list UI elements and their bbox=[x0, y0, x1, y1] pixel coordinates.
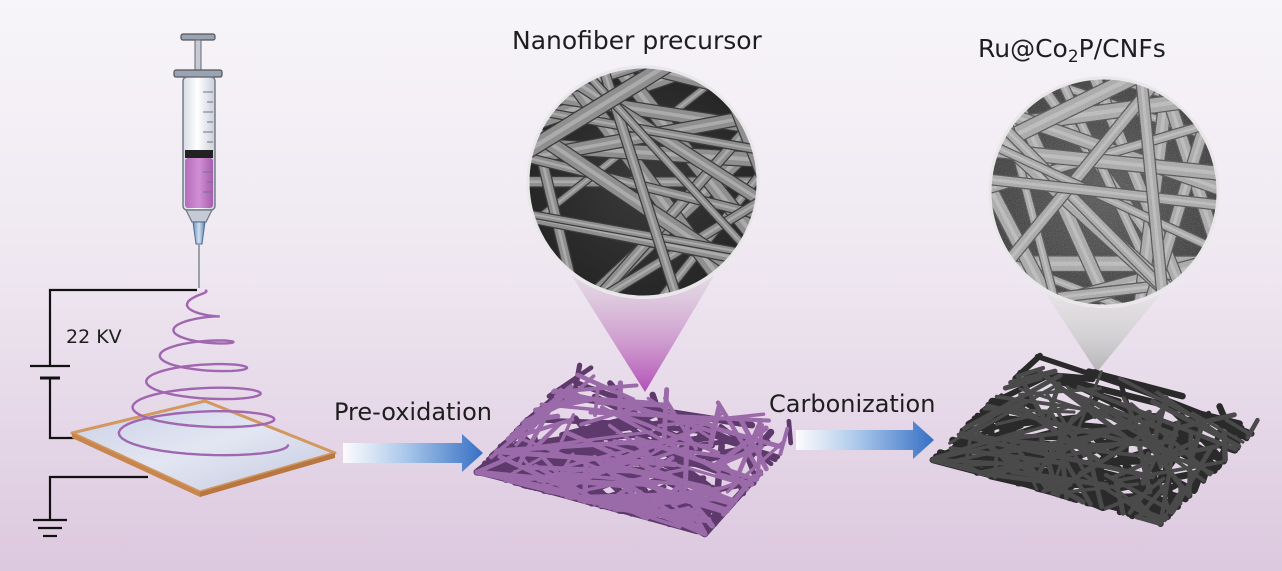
fiber-strand bbox=[1065, 385, 1097, 420]
final-product-title: Ru@Co2P/CNFs bbox=[978, 34, 1166, 65]
arrow-carbonization bbox=[796, 421, 934, 459]
fiber-strand bbox=[1015, 365, 1046, 379]
collector-substrate bbox=[70, 399, 337, 497]
sem-fiber-highlight bbox=[557, 67, 758, 281]
fiber-strand bbox=[933, 428, 1025, 460]
fiber-strand bbox=[930, 457, 987, 476]
syringe-icon bbox=[173, 33, 223, 288]
fiber-strand bbox=[564, 430, 625, 460]
fiber-strand bbox=[537, 451, 585, 503]
fiber-strand bbox=[522, 464, 634, 474]
final-title-subscript: 2 bbox=[1067, 46, 1079, 67]
fiber-strand bbox=[657, 412, 766, 428]
fiber-strand bbox=[1117, 376, 1191, 417]
fiber-strand bbox=[599, 405, 722, 473]
sem-fiber bbox=[586, 67, 694, 297]
fiber-strand bbox=[715, 472, 755, 487]
carbon-fiber-mat bbox=[929, 352, 1260, 527]
fiber-strand bbox=[1153, 395, 1169, 438]
fiber-strand bbox=[1064, 461, 1093, 507]
final-title-main: Ru@Co bbox=[978, 34, 1068, 63]
fiber-strand bbox=[474, 469, 579, 497]
fiber-strand bbox=[474, 469, 628, 489]
sem-fiber bbox=[528, 67, 739, 199]
sem-fiber bbox=[555, 67, 758, 282]
fiber-strand bbox=[995, 406, 1068, 426]
fiber-strand bbox=[644, 478, 707, 536]
fiber-strand bbox=[715, 444, 764, 468]
fiber-strand bbox=[707, 404, 722, 448]
precursor-title: Nanofiber precursor bbox=[512, 26, 762, 55]
fiber-strand bbox=[682, 423, 690, 491]
fiber-strand bbox=[534, 470, 607, 490]
fiber-strand bbox=[710, 425, 782, 449]
fiber-strand bbox=[1169, 444, 1215, 515]
sem-image-final bbox=[988, 76, 1220, 308]
fiber-strand bbox=[1113, 460, 1224, 483]
magnification-cone-precursor bbox=[572, 276, 714, 392]
sem-fiber-highlight bbox=[589, 67, 691, 297]
fiber-strand bbox=[1108, 429, 1214, 475]
final-title-rest: P/CNFs bbox=[1078, 34, 1166, 63]
fiber-strand bbox=[1069, 370, 1103, 447]
fiber-strand bbox=[532, 421, 562, 450]
fiber-strand bbox=[976, 444, 1116, 475]
sem-fiber-highlight bbox=[528, 67, 736, 195]
fiber-strand bbox=[1008, 439, 1174, 453]
fiber-strand bbox=[931, 440, 1007, 462]
fiber-strand bbox=[505, 384, 574, 442]
fiber-strand bbox=[474, 446, 533, 475]
fiber-strand bbox=[1078, 449, 1121, 475]
fiber-strand bbox=[553, 413, 576, 457]
fiber-strand bbox=[735, 418, 764, 479]
fiber-strand bbox=[1150, 399, 1242, 449]
fiber-strand bbox=[640, 439, 712, 448]
fiber-strand bbox=[620, 428, 698, 460]
fiber-strand bbox=[786, 418, 794, 446]
electrospinning-setup bbox=[30, 33, 337, 538]
fiber-strand bbox=[1158, 454, 1175, 526]
fiber-strand bbox=[1224, 418, 1253, 437]
sem-fiber bbox=[528, 67, 595, 297]
step-label-preoxidation: Pre-oxidation bbox=[334, 398, 492, 426]
fiber-strand bbox=[629, 509, 682, 529]
fiber-strand bbox=[988, 445, 1086, 505]
fiber-strand bbox=[622, 412, 724, 472]
fiber-jet-spiral bbox=[117, 289, 290, 457]
fiber-strand bbox=[1008, 368, 1058, 386]
fiber-strand bbox=[1189, 422, 1205, 460]
fiber-strand bbox=[517, 436, 629, 481]
fiber-strand bbox=[1079, 471, 1163, 526]
fiber-strand bbox=[1084, 443, 1105, 510]
fiber-strand bbox=[961, 372, 1063, 432]
fiber-strand bbox=[598, 503, 708, 524]
sem-fiber-highlight bbox=[528, 67, 592, 297]
magnification-cone-final bbox=[1040, 285, 1168, 372]
power-circuit bbox=[30, 288, 197, 538]
precursor-fiber-mat bbox=[473, 362, 794, 538]
fiber-strand bbox=[1076, 384, 1238, 452]
fiber-strand bbox=[1140, 451, 1152, 486]
voltage-label: 22 KV bbox=[66, 326, 122, 348]
step-label-carbonization: Carbonization bbox=[769, 390, 936, 418]
fiber-strand bbox=[1191, 411, 1245, 444]
fiber-strand bbox=[605, 442, 738, 484]
fiber-strand bbox=[577, 496, 725, 503]
fiber-strand bbox=[1009, 469, 1109, 488]
fiber-strand bbox=[715, 400, 764, 477]
fiber-strand bbox=[1037, 415, 1076, 475]
fiber-strand bbox=[537, 430, 654, 448]
fiber-strand bbox=[1103, 489, 1153, 511]
fiber-strand bbox=[710, 425, 769, 470]
fiber-strand bbox=[982, 407, 1076, 414]
fiber-strand bbox=[718, 459, 750, 492]
fiber-strand bbox=[579, 405, 638, 427]
arrow-preoxidation bbox=[343, 434, 483, 472]
fiber-strand bbox=[617, 380, 624, 417]
fiber-strand bbox=[612, 439, 732, 460]
fiber-strand bbox=[1022, 382, 1048, 424]
fiber-strand bbox=[992, 456, 999, 480]
